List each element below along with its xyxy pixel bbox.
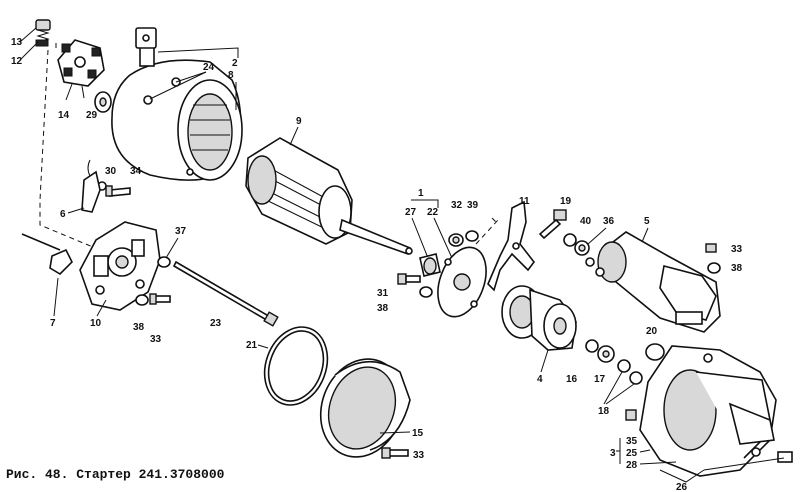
through-bolt-23	[172, 260, 279, 327]
label-38b: 38	[377, 303, 389, 314]
label-17: 17	[594, 374, 606, 385]
label-12: 12	[11, 56, 23, 67]
brush-6	[81, 159, 101, 213]
label-35: 35	[626, 436, 638, 447]
commutator-end-cover	[79, 221, 161, 311]
screw-33-right	[705, 243, 717, 253]
bushing-27	[419, 253, 441, 277]
label-10: 10	[90, 318, 102, 329]
figure-caption: Рис. 48. Стартер 241.3708000	[6, 467, 225, 482]
label-15: 15	[412, 428, 424, 439]
label-8: 8	[228, 70, 234, 81]
drive-lever-11	[487, 200, 536, 292]
label-16: 16	[566, 374, 578, 385]
solenoid-relay-5	[585, 231, 721, 333]
label-38a: 38	[133, 322, 145, 333]
bushing-17	[597, 345, 615, 363]
label-2: 2	[232, 58, 238, 69]
washer-29	[94, 91, 112, 113]
label-33c: 33	[413, 450, 425, 461]
label-33b: 33	[731, 244, 743, 255]
label-26: 26	[676, 482, 688, 492]
stop-ring-16	[585, 339, 599, 353]
screw-31	[397, 273, 421, 285]
screw-35	[625, 409, 637, 421]
label-9: 9	[296, 116, 302, 127]
drive-clutch-4	[501, 285, 577, 351]
nut-32	[448, 233, 464, 247]
brush-spring-part	[35, 19, 51, 47]
label-14: 14	[58, 110, 70, 121]
label-6: 6	[60, 209, 66, 220]
label-21: 21	[246, 340, 258, 351]
label-5: 5	[644, 216, 650, 227]
brush-holder-plate	[57, 39, 105, 101]
label-27: 27	[405, 207, 417, 218]
label-4: 4	[537, 374, 543, 385]
label-24: 24	[203, 62, 215, 73]
label-18: 18	[598, 406, 610, 417]
label-28: 28	[626, 460, 638, 471]
nut-36	[574, 240, 590, 256]
label-31: 31	[377, 288, 389, 299]
washers-18	[617, 359, 643, 385]
label-1: 1	[418, 188, 424, 199]
bolt-34	[97, 181, 131, 197]
screw-33-bottom	[381, 447, 409, 459]
label-20: 20	[646, 326, 658, 337]
label-40: 40	[580, 216, 592, 227]
label-25: 25	[626, 448, 638, 459]
label-36: 36	[603, 216, 615, 227]
washer-37	[157, 256, 171, 268]
label-19: 19	[560, 196, 572, 207]
label-34: 34	[130, 166, 142, 177]
washer-39	[465, 230, 479, 242]
o-ring-21	[263, 326, 329, 406]
washer-40	[563, 233, 577, 247]
stator-housing	[111, 27, 243, 181]
label-37: 37	[175, 226, 187, 237]
label-11: 11	[519, 196, 530, 207]
armature	[245, 137, 413, 256]
label-22: 22	[427, 207, 439, 218]
label-30: 30	[105, 166, 117, 177]
label-3: 3	[610, 448, 616, 459]
intermediate-plate-22	[437, 246, 487, 318]
washer-38-right	[707, 262, 721, 274]
label-32: 32	[451, 200, 463, 211]
label-13: 13	[11, 37, 23, 48]
brush-lead-7	[21, 233, 73, 276]
label-29: 29	[86, 110, 98, 121]
washer-38-mid	[419, 286, 433, 298]
label-39: 39	[467, 200, 479, 211]
bolt-19	[538, 209, 567, 240]
label-23: 23	[210, 318, 222, 329]
label-33a: 33	[150, 334, 162, 345]
label-7: 7	[50, 318, 56, 329]
plug-20	[645, 343, 665, 361]
washer-screw-38-33	[135, 293, 171, 306]
drive-end-housing	[639, 345, 793, 477]
label-38c: 38	[731, 263, 743, 274]
